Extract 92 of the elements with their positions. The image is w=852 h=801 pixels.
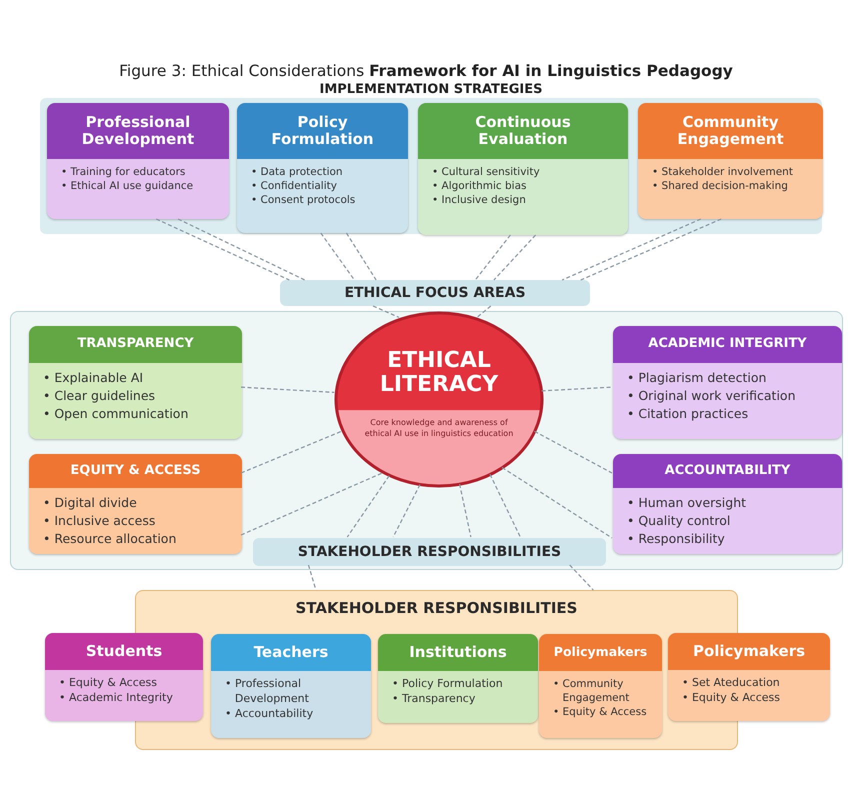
card-header: Students [45, 633, 203, 670]
card-header: ACCOUNTABILITY [613, 454, 842, 488]
bullet-item: • Accountability [225, 706, 314, 722]
bullet-item: • Explainable AI [43, 369, 144, 387]
bullet-item: • Resource allocation [43, 530, 178, 548]
dashed-connector [240, 386, 334, 393]
card-header: Community Engagement [638, 103, 823, 159]
category-card [29, 454, 242, 554]
figure-title: Figure 3: Ethical Considerations Framework for AI in Linguistics Pedagogy [118, 62, 734, 80]
bullet-item: • Training for educators [61, 165, 186, 180]
bullet-item: • Equity & Access [553, 705, 648, 720]
category-card [668, 633, 830, 721]
dashed-connector [459, 484, 472, 538]
bullet-item: • Clear guidelines [43, 387, 156, 406]
category-card [47, 103, 229, 219]
bullet-item: • Community Engagement [553, 677, 630, 706]
card-header: Teachers [211, 634, 371, 671]
bullet-item: • Citation practices [627, 405, 750, 424]
literacy-circle [334, 311, 544, 488]
bullet-item: • Transparency [392, 692, 476, 707]
bullet-item: • Equity & Access [59, 676, 158, 691]
card-header: Continuous Evaluation [418, 103, 628, 159]
bullet-item: • Consent protocols [251, 193, 356, 208]
bullet-item: • Responsibility [627, 530, 726, 548]
bullet-item: • Policy Formulation [392, 677, 504, 692]
dashed-connector [346, 232, 377, 280]
category-card [613, 326, 842, 439]
dashed-connector [320, 232, 355, 280]
section-label [253, 538, 606, 566]
panel-background [10, 311, 843, 570]
bullet-item: • Shared decision-making [652, 179, 789, 194]
bullet-item: • Academic Integrity [59, 690, 174, 706]
category-card [613, 454, 842, 554]
category-card [237, 103, 408, 233]
bullet-item: • Ethical AI use guidance [61, 179, 194, 194]
dashed-connector [542, 386, 612, 392]
dashed-connector [346, 475, 390, 538]
dashed-connector [489, 474, 521, 538]
section-heading: IMPLEMENTATION STRATEGIES [318, 82, 544, 97]
bullet-item: • Inclusive access [43, 512, 156, 530]
bullet-item: • Data protection [251, 165, 344, 180]
circle-description: Core knowledge and awareness of ethical AI use in linguistics education [364, 418, 514, 439]
card-header: Professional Development [47, 103, 229, 159]
card-header: TRANSPARENCY [29, 326, 242, 363]
bullet-item: • Inclusive design [432, 193, 527, 208]
category-card [29, 326, 242, 439]
dashed-connector [156, 218, 290, 281]
dashed-connector [476, 306, 492, 318]
category-card [378, 634, 538, 723]
card-header: Policymakers [668, 633, 830, 670]
bullet-item: • Plagiarism detection [627, 369, 768, 387]
card-header: Institutions [378, 634, 538, 671]
dashed-connector [502, 466, 612, 538]
card-header: EQUITY & ACCESS [29, 454, 242, 488]
category-card [638, 103, 823, 219]
dashed-connector [240, 430, 342, 474]
bullet-item: • Confidentiality [251, 179, 338, 194]
card-header: Policymakers [539, 634, 662, 671]
dashed-connector [372, 305, 400, 318]
bullet-item: • Stakeholder involvement [652, 165, 794, 180]
bullet-item: • Set Ateducation [682, 676, 781, 691]
dashed-connector [392, 484, 420, 538]
bullet-item: • Open communication [43, 405, 190, 424]
section-band [40, 82, 822, 234]
dashed-connector [493, 234, 536, 280]
dashed-connector [178, 218, 306, 281]
bullet-item: • Digital divide [43, 494, 138, 512]
bullet-item: • Human oversight [627, 494, 748, 512]
bullet-item: • Quality control [627, 512, 732, 530]
dashed-connector [534, 430, 612, 474]
dashed-connector [240, 472, 384, 536]
card-header: Policy Formulation [237, 103, 408, 159]
card-header: ACADEMIC INTEGRITY [613, 326, 842, 363]
category-card [418, 103, 628, 235]
bullet-item: • Professional Development [225, 677, 310, 707]
section-label [280, 280, 590, 306]
section-title: STAKEHOLDER RESPONSIBILITIES [298, 544, 562, 560]
category-card [539, 634, 662, 738]
dashed-connector [474, 234, 511, 280]
category-card [211, 634, 371, 738]
bullet-item: • Equity & Access [682, 690, 781, 706]
dashed-connector [569, 564, 594, 590]
category-card [45, 633, 203, 721]
dashed-connector [562, 218, 702, 281]
dashed-connector [308, 564, 316, 590]
section-title: ETHICAL FOCUS AREAS [344, 285, 526, 301]
bullet-item: • Original work verification [627, 387, 797, 406]
circle-title: ETHICAL LITERACY [378, 349, 500, 398]
bullet-item: • Cultural sensitivity [432, 165, 541, 180]
dashed-connector [580, 218, 722, 281]
section-heading: STAKEHOLDER RESPONSIBILITIES [294, 599, 578, 617]
bullet-item: • Algorithmic bias [432, 179, 528, 194]
